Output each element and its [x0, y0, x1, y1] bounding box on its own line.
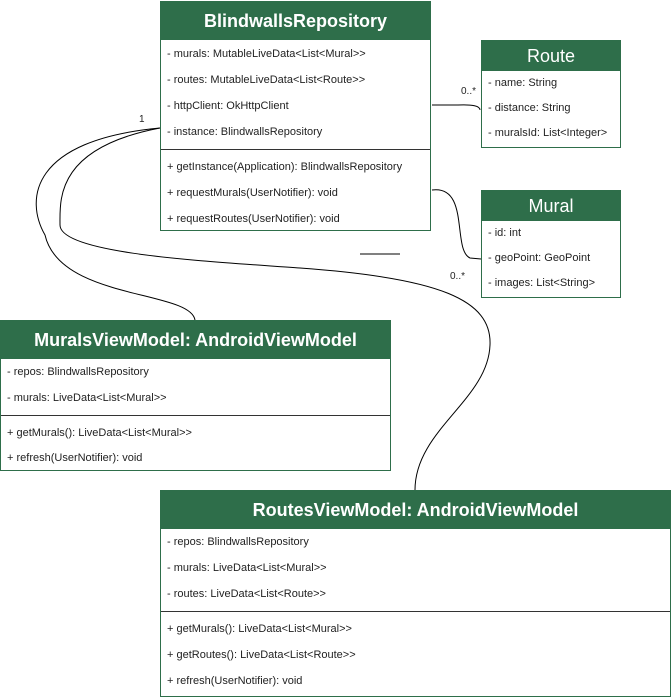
class-routes-view-model[interactable]: RoutesViewModel: AndroidViewModel - repo…	[160, 490, 671, 697]
attribute-row: - images: List<String>	[488, 277, 595, 289]
attribute-row: - muralsId: List<Integer>	[488, 127, 608, 139]
class-mural[interactable]: Mural - id: int - geoPoint: GeoPoint - i…	[481, 190, 621, 298]
class-murals-view-model[interactable]: MuralsViewModel: AndroidViewModel - repo…	[0, 320, 391, 471]
repo-route-association	[432, 104, 481, 111]
method-row: + getInstance(Application): BlindwallsRe…	[167, 161, 403, 173]
class-separator	[161, 149, 430, 150]
attribute-row: - murals: LiveData<List<Mural>>	[167, 562, 327, 574]
attribute-row: - instance: BlindwallsRepository	[167, 126, 323, 138]
attribute-row: - repos: BlindwallsRepository	[7, 366, 149, 378]
class-title: Mural	[482, 191, 620, 221]
attribute-row: - murals: MutableLiveData<List<Mural>>	[167, 48, 366, 60]
multiplicity-repo: 1	[139, 114, 145, 125]
class-route[interactable]: Route - name: String - distance: String …	[481, 40, 621, 148]
repo-routesviewmodel-association	[59, 127, 491, 491]
method-row: + getRoutes(): LiveData<List<Route>>	[167, 649, 356, 661]
class-title: MuralsViewModel: AndroidViewModel	[1, 321, 390, 359]
method-row: + requestMurals(UserNotifier): void	[167, 187, 338, 199]
method-row: + getMurals(): LiveData<List<Mural>>	[7, 427, 192, 439]
repo-muralsviewmodel-association	[35, 127, 196, 321]
attribute-row: - distance: String	[488, 102, 571, 114]
class-title: BlindwallsRepository	[161, 2, 430, 40]
method-row: + refresh(UserNotifier): void	[7, 452, 143, 464]
attribute-row: - murals: LiveData<List<Mural>>	[7, 392, 167, 404]
attribute-row: - name: String	[488, 77, 558, 89]
class-separator	[161, 611, 670, 612]
multiplicity-mural: 0..*	[450, 271, 466, 282]
method-row: + getMurals(): LiveData<List<Mural>>	[167, 623, 352, 635]
class-separator	[1, 415, 390, 416]
multiplicity-route: 0..*	[461, 86, 477, 97]
class-blindwalls-repository[interactable]: BlindwallsRepository - murals: MutableLi…	[160, 1, 431, 231]
attribute-row: - routes: LiveData<List<Route>>	[167, 588, 326, 600]
class-title: Route	[482, 41, 620, 71]
repo-mural-association	[431, 189, 482, 260]
attribute-row: - httpClient: OkHttpClient	[167, 100, 289, 112]
method-row: + requestRoutes(UserNotifier): void	[167, 213, 340, 225]
attribute-row: - geoPoint: GeoPoint	[488, 252, 591, 264]
attribute-row: - id: int	[488, 227, 522, 239]
attribute-row: - repos: BlindwallsRepository	[167, 536, 309, 548]
class-title: RoutesViewModel: AndroidViewModel	[161, 491, 670, 529]
method-row: + refresh(UserNotifier): void	[167, 675, 303, 687]
attribute-row: - routes: MutableLiveData<List<Route>>	[167, 74, 366, 86]
